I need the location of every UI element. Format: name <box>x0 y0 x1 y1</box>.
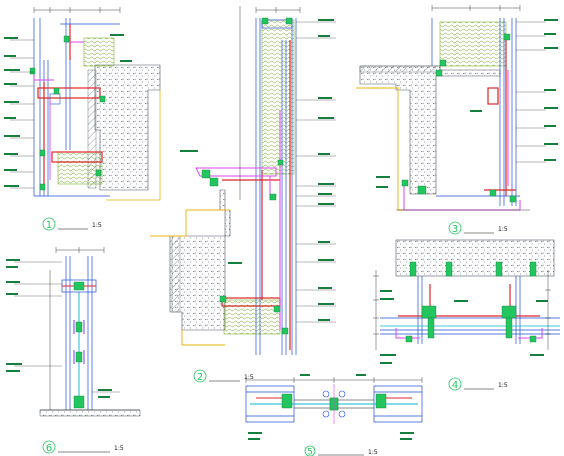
detail-3-number: 3 <box>452 224 458 235</box>
detail-6-scale: 1:5 <box>114 445 124 452</box>
hatched-strip <box>87 69 97 189</box>
concrete-slab <box>395 239 555 277</box>
detail-1-scale: 1:5 <box>92 222 102 229</box>
detail-4-scale: 1:5 <box>498 382 508 389</box>
detail-3-section: 3 1:5 <box>356 5 558 235</box>
detail-1-number-circle <box>42 217 56 231</box>
insulation-layer <box>261 19 295 175</box>
detail-3-scale: 1:5 <box>498 226 508 233</box>
insulation-layer <box>439 21 507 67</box>
floor-slab <box>39 409 141 417</box>
detail-5-scale: 1:5 <box>368 449 378 456</box>
detail-2-number: 2 <box>197 372 203 383</box>
hatched-strip <box>359 65 441 73</box>
detail-3-number-circle <box>448 221 462 235</box>
detail-2-number-circle <box>193 369 207 383</box>
detail-1-number: 1 <box>46 220 52 231</box>
insulation-layer <box>83 37 115 67</box>
spider-fitting-icon <box>322 384 346 424</box>
insulation-layer <box>223 299 281 335</box>
detail-1-section: 1 1:5 <box>4 7 161 231</box>
detail-6-number-circle <box>42 440 56 454</box>
detail-5-number: 5 <box>307 448 313 456</box>
detail-5-plan: 5 1:5 <box>245 374 423 456</box>
detail-2-section: 2 1:5 <box>150 6 336 383</box>
detail-6-section: 6 1:5 <box>6 247 141 454</box>
detail-6-number: 6 <box>46 443 52 454</box>
detail-4-section: 4 1:5 <box>373 239 560 391</box>
detail-4-number: 4 <box>452 380 458 391</box>
concrete-wall <box>359 65 501 195</box>
detail-2-scale: 1:5 <box>244 374 254 381</box>
detail-5-number-circle <box>304 445 316 456</box>
concrete-wall <box>94 64 161 191</box>
concrete-wall <box>171 235 181 313</box>
detail-4-number-circle <box>448 377 462 391</box>
concrete-wall <box>150 189 231 331</box>
